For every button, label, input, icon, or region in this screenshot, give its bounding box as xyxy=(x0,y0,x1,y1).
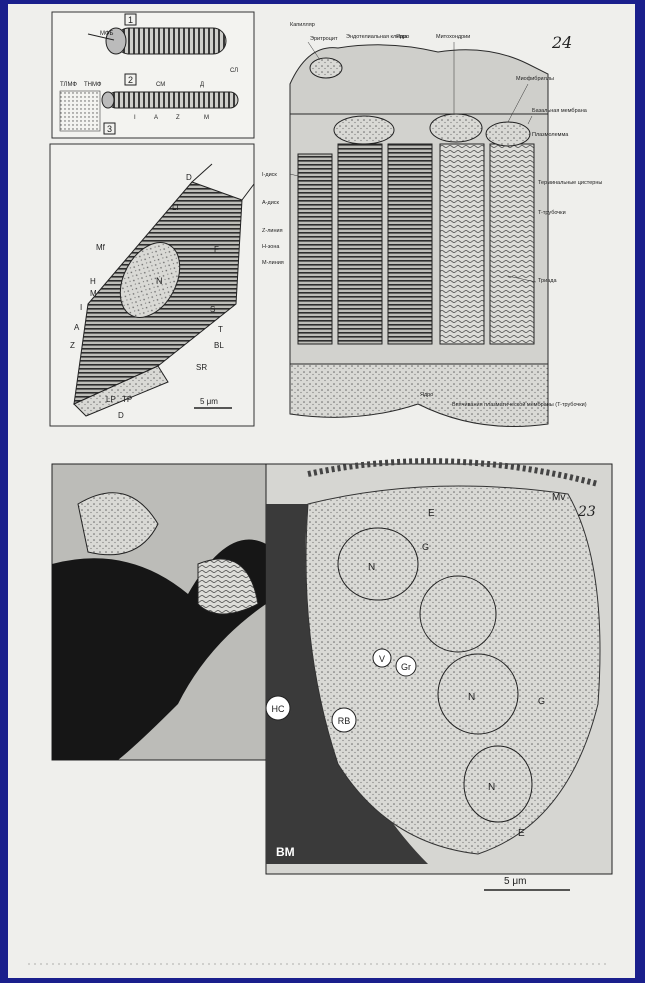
mf-label-a-disk: A-диск xyxy=(262,200,280,206)
micro-label-v: V xyxy=(379,654,385,664)
mf-label-plasmalemma: Плазмолемма xyxy=(532,132,569,138)
cm-label-d2: D xyxy=(118,411,124,420)
page-illustrations: 1 2 3 МФБ СЛ ТЛМФ ТНМФ СМ Д I A Z M D Li… xyxy=(8,4,635,978)
micro-label-rb: RB xyxy=(338,716,351,726)
cm-label-lp: LP xyxy=(106,395,116,404)
micro-label-e1: E xyxy=(428,508,435,519)
label-z: Z xyxy=(176,115,180,121)
mf-label-mitochondria: Митохондрии xyxy=(436,34,470,40)
mf-label-i-disk: I-диск xyxy=(262,172,277,178)
micro-label-e2: E xyxy=(518,828,525,839)
label-sm: СМ xyxy=(156,82,165,88)
myofibril-column-1 xyxy=(298,154,332,344)
micro-label-g1: G xyxy=(422,542,429,552)
mf-label-nucleus-top: Ядро xyxy=(396,34,409,40)
mf-label-h-zone: H-зона xyxy=(262,244,280,250)
cm-label-a: A xyxy=(74,323,80,332)
label-tnmf: ТНМФ xyxy=(84,82,102,88)
cm-scale-label: 5 μm xyxy=(200,397,218,406)
mf-label-triad: Триада xyxy=(538,278,557,284)
myofibril-schematic: 1 2 3 МФБ СЛ ТЛМФ ТНМФ СМ Д I A Z M xyxy=(52,12,254,138)
fiber-bundle-2 xyxy=(102,92,238,108)
page-number-lower: 23 xyxy=(577,504,596,520)
micro-label-n3: N xyxy=(488,782,495,793)
nucleus-4 xyxy=(464,746,532,822)
micro-label-g2: G xyxy=(538,696,545,706)
label-sl: СЛ xyxy=(230,68,238,74)
cm-label-tp: TP xyxy=(122,395,132,404)
micro-label-n2: N xyxy=(468,692,475,703)
micro-scale-label: 5 μm xyxy=(504,876,526,887)
label-d: Д xyxy=(200,82,204,88)
myofibril-column-4 xyxy=(440,144,484,344)
mf-label-capillary: Капилляр xyxy=(290,22,315,28)
mf-label-m-line: M-линия xyxy=(262,260,284,266)
nucleus-3 xyxy=(438,654,518,734)
mf-label-basement-membrane: Базальная мембрана xyxy=(532,108,588,114)
myofibril-column-2 xyxy=(338,144,382,344)
panel-number-3: 3 xyxy=(107,124,112,134)
cross-section-dots xyxy=(60,91,100,131)
micro-label-n1: N xyxy=(368,562,375,573)
cm-label-mf: Mf xyxy=(96,243,106,252)
cm-label-n: N xyxy=(156,276,163,286)
cm-label-s: S xyxy=(210,305,215,314)
cm-label-z: Z xyxy=(70,341,75,350)
cm-label-i: I xyxy=(80,303,82,312)
cm-label-bl: BL xyxy=(214,341,224,350)
nucleus-2 xyxy=(420,576,496,652)
myofibril-column-3 xyxy=(388,144,432,344)
erythrocyte-shape xyxy=(310,58,342,78)
micro-label-hc: HC xyxy=(272,704,285,714)
cm-label-m: M xyxy=(90,289,97,298)
page-number-upper: 24 xyxy=(551,33,572,52)
cm-label-h: H xyxy=(90,277,96,286)
micro-label-mv: Mv xyxy=(552,492,565,503)
mf-label-invaginations: Впячивания плазматической мембраны (T-тр… xyxy=(452,401,587,408)
label-tlmf: ТЛМФ xyxy=(60,82,77,88)
myofibril-column-5 xyxy=(490,144,534,344)
cm-label-sr: SR xyxy=(196,363,207,372)
mf-label-nucleus-bottom: Ядро xyxy=(420,392,433,398)
cm-label-t: T xyxy=(218,325,223,334)
cardiomyocyte-diagram: D Li Mf N F H M I S A T Z BL SR LP TP D … xyxy=(50,144,254,426)
mf-label-terminal-cisterns: Терминальные цистерны xyxy=(538,180,602,186)
cm-label-d: D xyxy=(186,173,192,182)
micro-label-gr: Gr xyxy=(401,662,411,672)
label-a: A xyxy=(154,115,158,121)
cm-label-f: F xyxy=(214,245,219,254)
label-m: M xyxy=(204,115,209,121)
panel-number-2: 2 xyxy=(128,75,133,85)
mf-label-z-line: Z-линия xyxy=(262,228,283,234)
mf-label-t-tubules: T-трубочки xyxy=(538,210,566,216)
mf-label-erythrocyte: Эритроцит xyxy=(310,36,338,42)
cm-label-li: Li xyxy=(172,203,178,212)
panel-number-1: 1 xyxy=(128,15,133,25)
mf-label-myofibrils: Миофибриллы xyxy=(516,76,554,82)
label-myf: МФБ xyxy=(100,31,113,37)
scanned-page: 1 2 3 МФБ СЛ ТЛМФ ТНМФ СМ Д I A Z M D Li… xyxy=(8,4,635,978)
nucleus-1 xyxy=(338,528,418,600)
micro-label-bm: BM xyxy=(276,845,295,859)
